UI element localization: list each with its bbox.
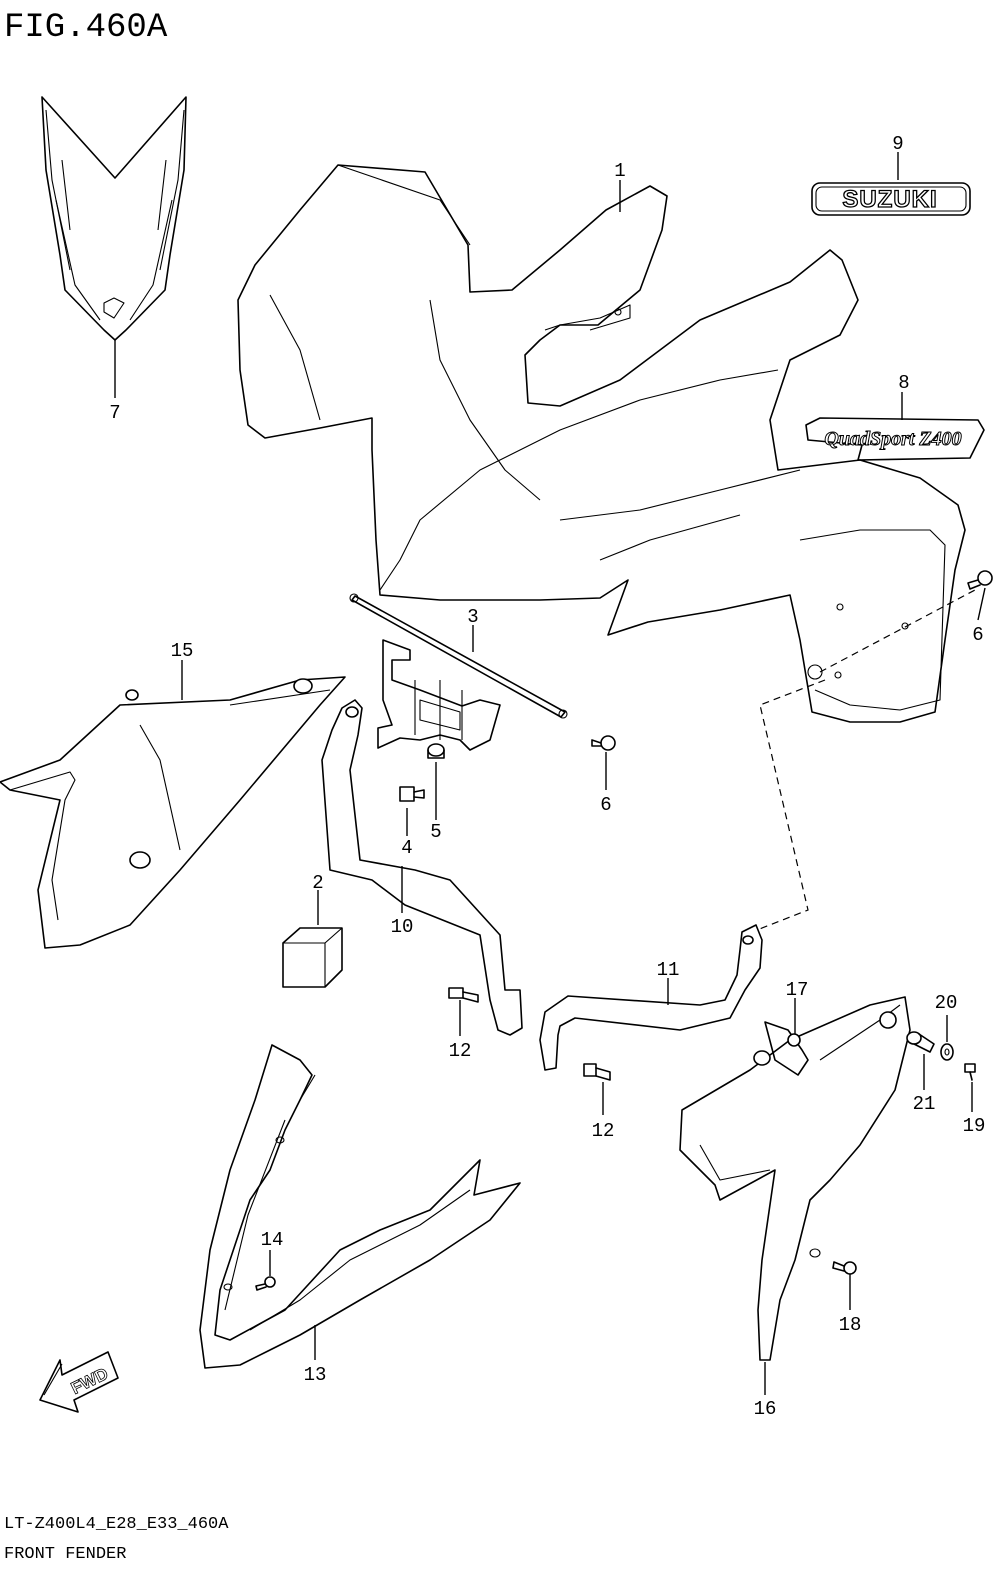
stay-11 [539, 924, 763, 1071]
suzuki-logo-9: SUZUKI [811, 182, 971, 216]
collar-21 [906, 1031, 935, 1053]
callout-9: 9 [892, 133, 903, 155]
clip-2 [282, 927, 343, 988]
suzuki-logo-text: SUZUKI [842, 186, 937, 213]
callout-21: 21 [913, 1093, 936, 1115]
callout-3: 3 [467, 606, 478, 628]
washer-20 [940, 1043, 954, 1061]
callout-12-left: 12 [449, 1040, 472, 1062]
callout-10: 10 [391, 916, 414, 938]
quadsport-logo-text: QuadSport Z400 [824, 428, 961, 450]
callout-20: 20 [935, 992, 958, 1014]
figure-title: FIG.460A [4, 9, 168, 47]
bolt-4 [399, 786, 425, 802]
quadsport-logo-8: QuadSport Z400 [805, 417, 985, 461]
screw-6-right [967, 570, 993, 590]
callout-12-right: 12 [592, 1120, 615, 1142]
bolt-12-right [583, 1063, 611, 1081]
callout-5: 5 [430, 821, 441, 843]
callout-19: 19 [963, 1115, 986, 1137]
screw-19 [964, 1063, 976, 1081]
callout-18: 18 [839, 1314, 862, 1336]
fwd-arrow: FWD [39, 1351, 119, 1413]
callout-17: 17 [786, 979, 809, 1001]
callout-6-right: 6 [972, 624, 983, 646]
section-name: FRONT FENDER [4, 1545, 126, 1564]
side-panel-15 [0, 676, 346, 949]
bolt-12-left [448, 987, 479, 1003]
callout-14: 14 [261, 1229, 284, 1251]
lower-guard-13 [199, 1044, 521, 1369]
collar-5 [427, 743, 445, 759]
callout-4: 4 [401, 837, 412, 859]
stay-10 [321, 699, 523, 1036]
screw-6-center [591, 735, 616, 751]
screw-14 [255, 1276, 276, 1291]
callout-7: 7 [109, 402, 120, 424]
model-code: LT-Z400L4_E28_E33_460A [4, 1515, 229, 1534]
callout-8: 8 [898, 372, 909, 394]
side-panel-16 [679, 996, 911, 1361]
callout-2: 2 [312, 872, 323, 894]
screw-17 [764, 1021, 809, 1076]
bracket-3 [349, 593, 568, 751]
callout-16: 16 [754, 1398, 777, 1420]
callout-1: 1 [614, 160, 625, 182]
callout-13: 13 [304, 1364, 327, 1386]
callout-11: 11 [657, 959, 680, 981]
screw-18 [832, 1261, 857, 1275]
decal-7 [41, 96, 187, 341]
callout-6-center: 6 [600, 794, 611, 816]
callout-15: 15 [171, 640, 194, 662]
fender-body-1 [237, 164, 966, 723]
